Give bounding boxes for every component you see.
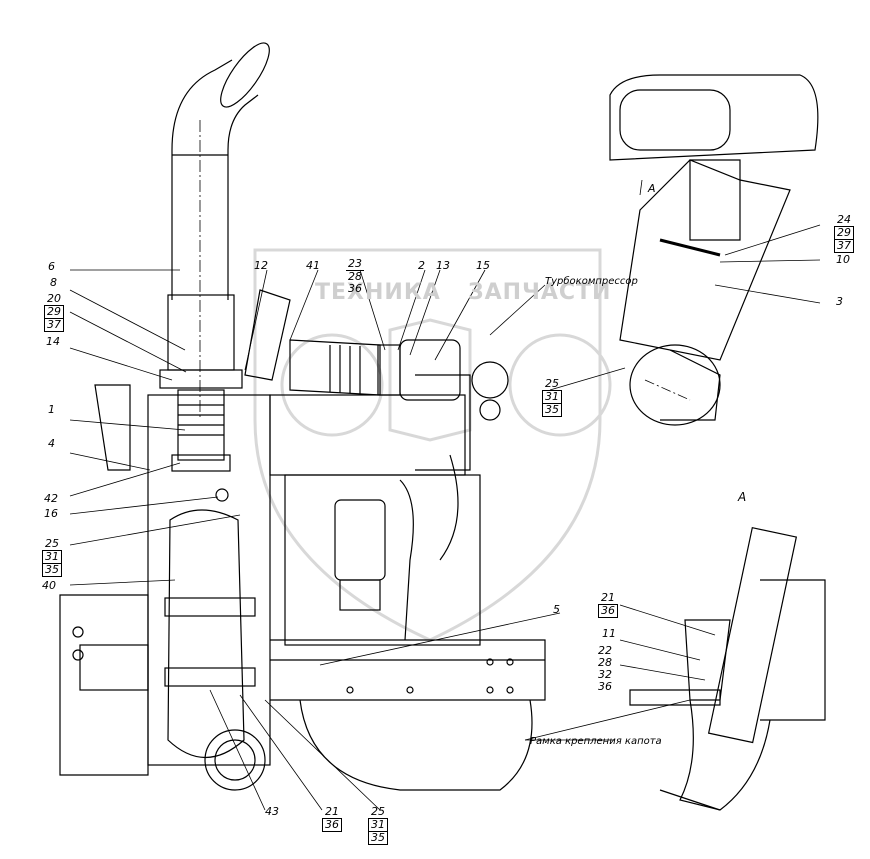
callout-16: 16 xyxy=(44,507,58,520)
callout-15: 15 xyxy=(476,259,490,272)
callout-2: 2 xyxy=(418,259,425,272)
hood-frame-label: Рамка крепления капота xyxy=(530,736,662,747)
callout-11: 11 xyxy=(602,627,616,640)
callout-12: 12 xyxy=(254,259,268,272)
muffler xyxy=(147,394,271,791)
watermark-shield xyxy=(253,248,612,642)
watermark-left-text: ТЕХНИКА xyxy=(315,280,441,305)
callout-43: 43 xyxy=(265,805,279,818)
watermark-right-text: ЗАПЧАСТИ xyxy=(468,280,612,305)
callout-3: 3 xyxy=(836,295,843,308)
view-a-title: А xyxy=(738,490,747,504)
turbocharger-label: Турбокомпрессор xyxy=(545,276,638,287)
detail-top-right xyxy=(609,74,819,426)
callout-10: 10 xyxy=(836,253,850,266)
callout-5: 5 xyxy=(553,603,560,616)
detail-view-a xyxy=(629,527,826,811)
callout-14: 14 xyxy=(46,335,60,348)
callout-6: 6 xyxy=(48,260,55,273)
view-arrow-a: А xyxy=(648,182,656,195)
intake-hose xyxy=(244,289,509,421)
callout-40: 40 xyxy=(42,579,56,592)
callout-8: 8 xyxy=(50,276,57,289)
callout-13: 13 xyxy=(436,259,450,272)
callout-4: 4 xyxy=(48,437,55,450)
frame-bracket xyxy=(59,384,546,776)
callout-42: 42 xyxy=(44,492,58,505)
exhaust-pipe xyxy=(159,42,270,472)
leader-lines xyxy=(69,179,821,811)
engine xyxy=(269,374,533,791)
callout-41: 41 xyxy=(306,259,320,272)
callout-1: 1 xyxy=(48,403,55,416)
